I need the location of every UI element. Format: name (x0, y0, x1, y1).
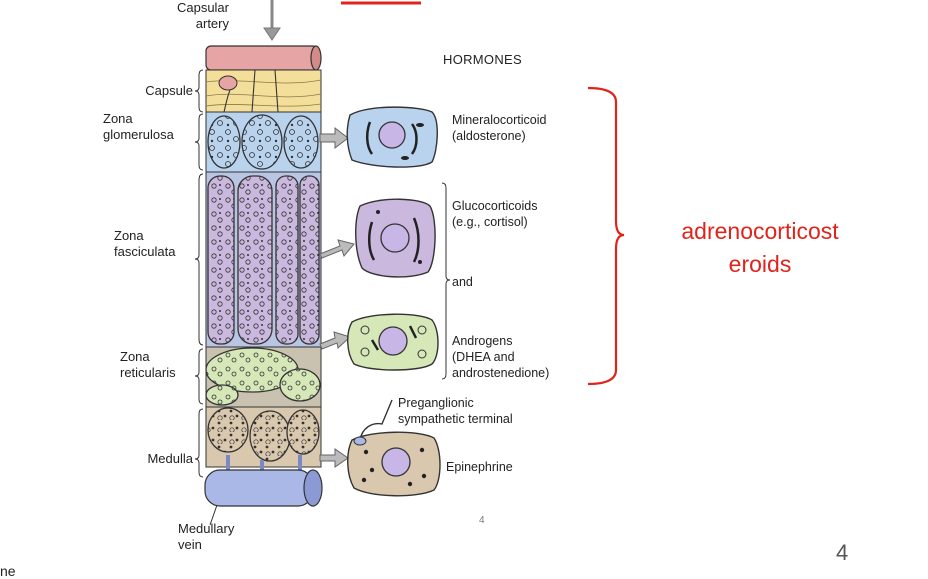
capsule-layer (205, 69, 322, 113)
zona-fasciculata-label: Zona fasciculata (114, 228, 175, 260)
chromaffin-cell (347, 399, 441, 497)
zona-reticularis-line1: Zona (120, 349, 150, 364)
figure-page-number: 4 (479, 515, 485, 526)
zona-fasciculata-layer (205, 171, 322, 348)
zona-glomerulosa-line2: glomerulosa (103, 127, 174, 142)
zona-glomerulosa-layer (205, 111, 322, 173)
epinephrine-label: Epinephrine (446, 460, 513, 474)
medullary-vein-line2: vein (178, 537, 202, 552)
preganglionic-line1: Preganglionic (398, 396, 474, 410)
bottom-text-fragment: ne (0, 563, 16, 579)
preganglionic-line2: sympathetic terminal (398, 412, 513, 426)
capsular-artery-line2: artery (195, 16, 229, 31)
capsular-artery (205, 45, 322, 71)
and-label: and (452, 275, 473, 289)
capsular-artery-label: Capsular artery (165, 0, 229, 32)
androgens-label: Androgens (DHEA and androstenedione) (452, 333, 549, 381)
hormones-heading: HORMONES (443, 52, 522, 67)
medullary-vein (204, 469, 323, 507)
annotation-line1: adrenocorticost (681, 218, 839, 244)
capsular-artery-line1: Capsular (176, 0, 229, 15)
mineralocorticoid-cell (346, 106, 438, 168)
medullary-vein-label: Medullary vein (178, 521, 234, 553)
red-brace (587, 86, 625, 386)
androgens-line2: (DHEA and (452, 350, 515, 364)
preganglionic-label: Preganglionic sympathetic terminal (398, 395, 513, 427)
medullary-vein-line1: Medullary (178, 521, 235, 536)
glucocorticoid-cell (355, 198, 436, 278)
androgen-cell (347, 313, 439, 371)
medulla-label: Medulla (147, 451, 193, 466)
zona-reticularis-label: Zona reticularis (120, 349, 176, 381)
zona-fasciculata-line2: fasciculata (114, 244, 176, 259)
top-arrow (263, 0, 281, 41)
medulla-layer (205, 406, 322, 472)
slide-page-number: 4 (836, 540, 849, 565)
glucocorticoids-label: Glucocorticoids (e.g., cortisol) (452, 198, 537, 230)
adrenocorticosteroids-annotation: adrenocorticost eroids (640, 215, 880, 281)
zona-fasciculata-line1: Zona (114, 228, 144, 243)
hormone-arrows (319, 126, 355, 468)
androgens-line3: androstenedione) (452, 366, 550, 380)
annotation-line2: eroids (728, 251, 792, 277)
hormone-brace (441, 182, 451, 380)
mineralocorticoid-label: Mineralocorticoid (aldosterone) (452, 112, 546, 144)
glucocorticoids-line1: Glucocorticoids (452, 199, 538, 213)
zona-glomerulosa-label: Zona glomerulosa (103, 111, 174, 143)
mineralocorticoid-line2: (aldosterone) (452, 129, 526, 143)
androgens-line1: Androgens (452, 334, 513, 348)
zona-reticularis-layer (205, 346, 322, 408)
zona-reticularis-line2: reticularis (120, 365, 176, 380)
mineralocorticoid-line1: Mineralocorticoid (452, 113, 547, 127)
zona-glomerulosa-line1: Zona (103, 111, 133, 126)
capsule-label: Capsule (145, 83, 193, 98)
left-braces (194, 69, 204, 478)
glucocorticoids-line2: (e.g., cortisol) (452, 215, 528, 229)
